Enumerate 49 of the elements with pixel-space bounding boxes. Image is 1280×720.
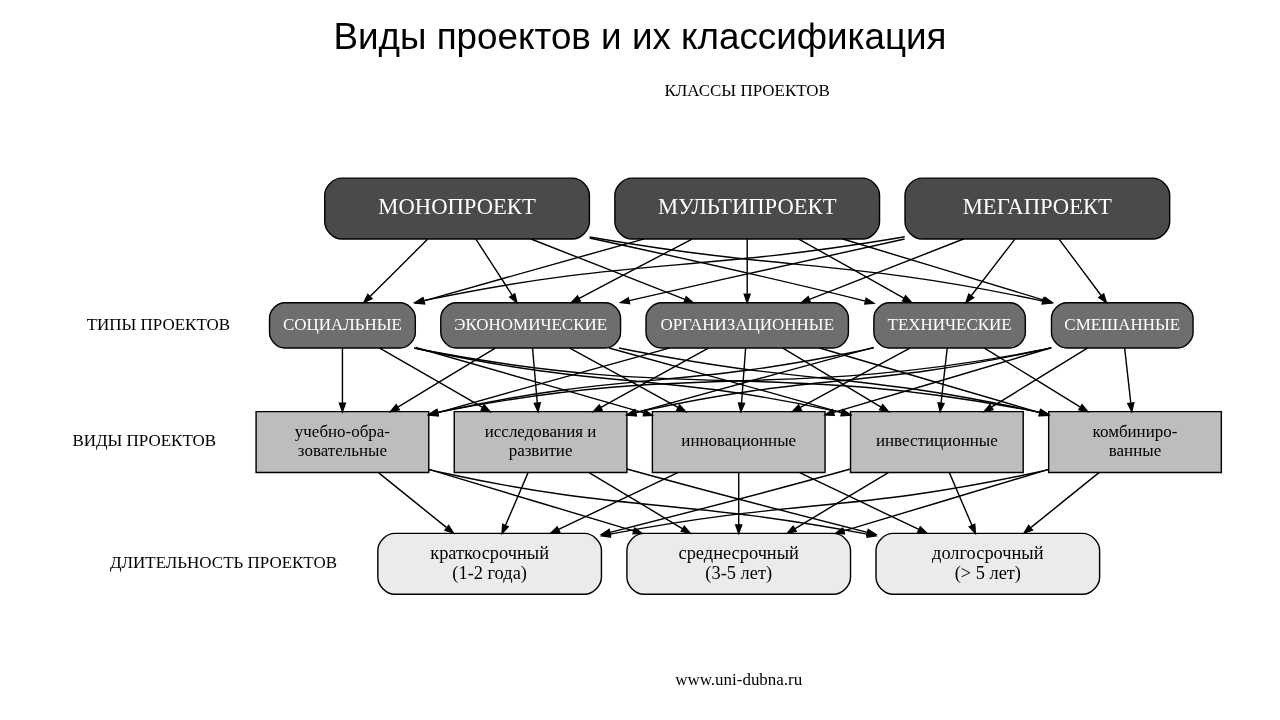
arrow [782, 347, 891, 413]
arrow [530, 238, 696, 304]
node-box: ОРГАНИЗАЦИОННЫЕ [645, 301, 850, 349]
arrow [591, 347, 710, 413]
node-box: СМЕШАННЫЕ [1050, 301, 1194, 349]
arrow [569, 238, 693, 304]
arrow [737, 347, 747, 414]
diagram-title: Виды проектов и их классификация [333, 16, 947, 58]
node-box: инвестиционные [849, 410, 1024, 474]
label: ДЛИТЕЛЬНОСТЬ ПРОЕКТОВ [110, 553, 338, 573]
node-box: МОНОПРОЕКТ [324, 177, 591, 240]
arrow [798, 471, 929, 535]
arrow [743, 238, 752, 305]
arrow [1058, 238, 1108, 305]
arrow [475, 238, 519, 305]
arrow [501, 472, 529, 536]
label: ВИДЫ ПРОЕКТОВ [72, 431, 217, 451]
node-box: ТЕХНИЧЕСКИЕ [873, 301, 1027, 349]
arrow [734, 472, 743, 536]
arrow [790, 347, 911, 413]
label: КЛАССЫ ПРОЕКТОВ [664, 81, 830, 101]
arrow [1123, 347, 1135, 414]
node-box: долгосрочный (> 5 лет) [875, 532, 1101, 595]
arrow [618, 238, 906, 305]
arrow [1022, 471, 1100, 535]
arrow [948, 472, 977, 536]
node-box: инновационные [651, 410, 826, 474]
label: www.uni-dubna.ru [675, 669, 803, 689]
node-box: исследования и развитие [453, 410, 628, 474]
arrow [338, 347, 347, 414]
arrow [569, 347, 688, 413]
node-box: краткосрочный (1-2 года) [377, 532, 603, 595]
arrow [964, 238, 1016, 305]
node-box: СОЦИАЛЬНЫЕ [268, 301, 417, 349]
node-box: ЭКОНОМИЧЕСКИЕ [440, 301, 622, 349]
node-box: комбиниро- ванные [1047, 410, 1223, 474]
arrow [588, 237, 876, 305]
node-box: учебно-обра- зовательные [255, 410, 430, 474]
arrow [833, 468, 1050, 535]
node-box: МУЛЬТИПРОЕКТ [614, 177, 881, 240]
arrow [531, 347, 542, 414]
arrow [937, 347, 948, 414]
node-box: МЕГАПРОЕКТ [904, 177, 1171, 240]
label: ТИПЫ ПРОЕКТОВ [86, 314, 231, 334]
arrow [785, 471, 890, 535]
arrow [377, 471, 456, 535]
arrow [798, 238, 914, 304]
arrow [799, 238, 965, 304]
node-box: среднесрочный (3-5 лет) [626, 532, 852, 595]
